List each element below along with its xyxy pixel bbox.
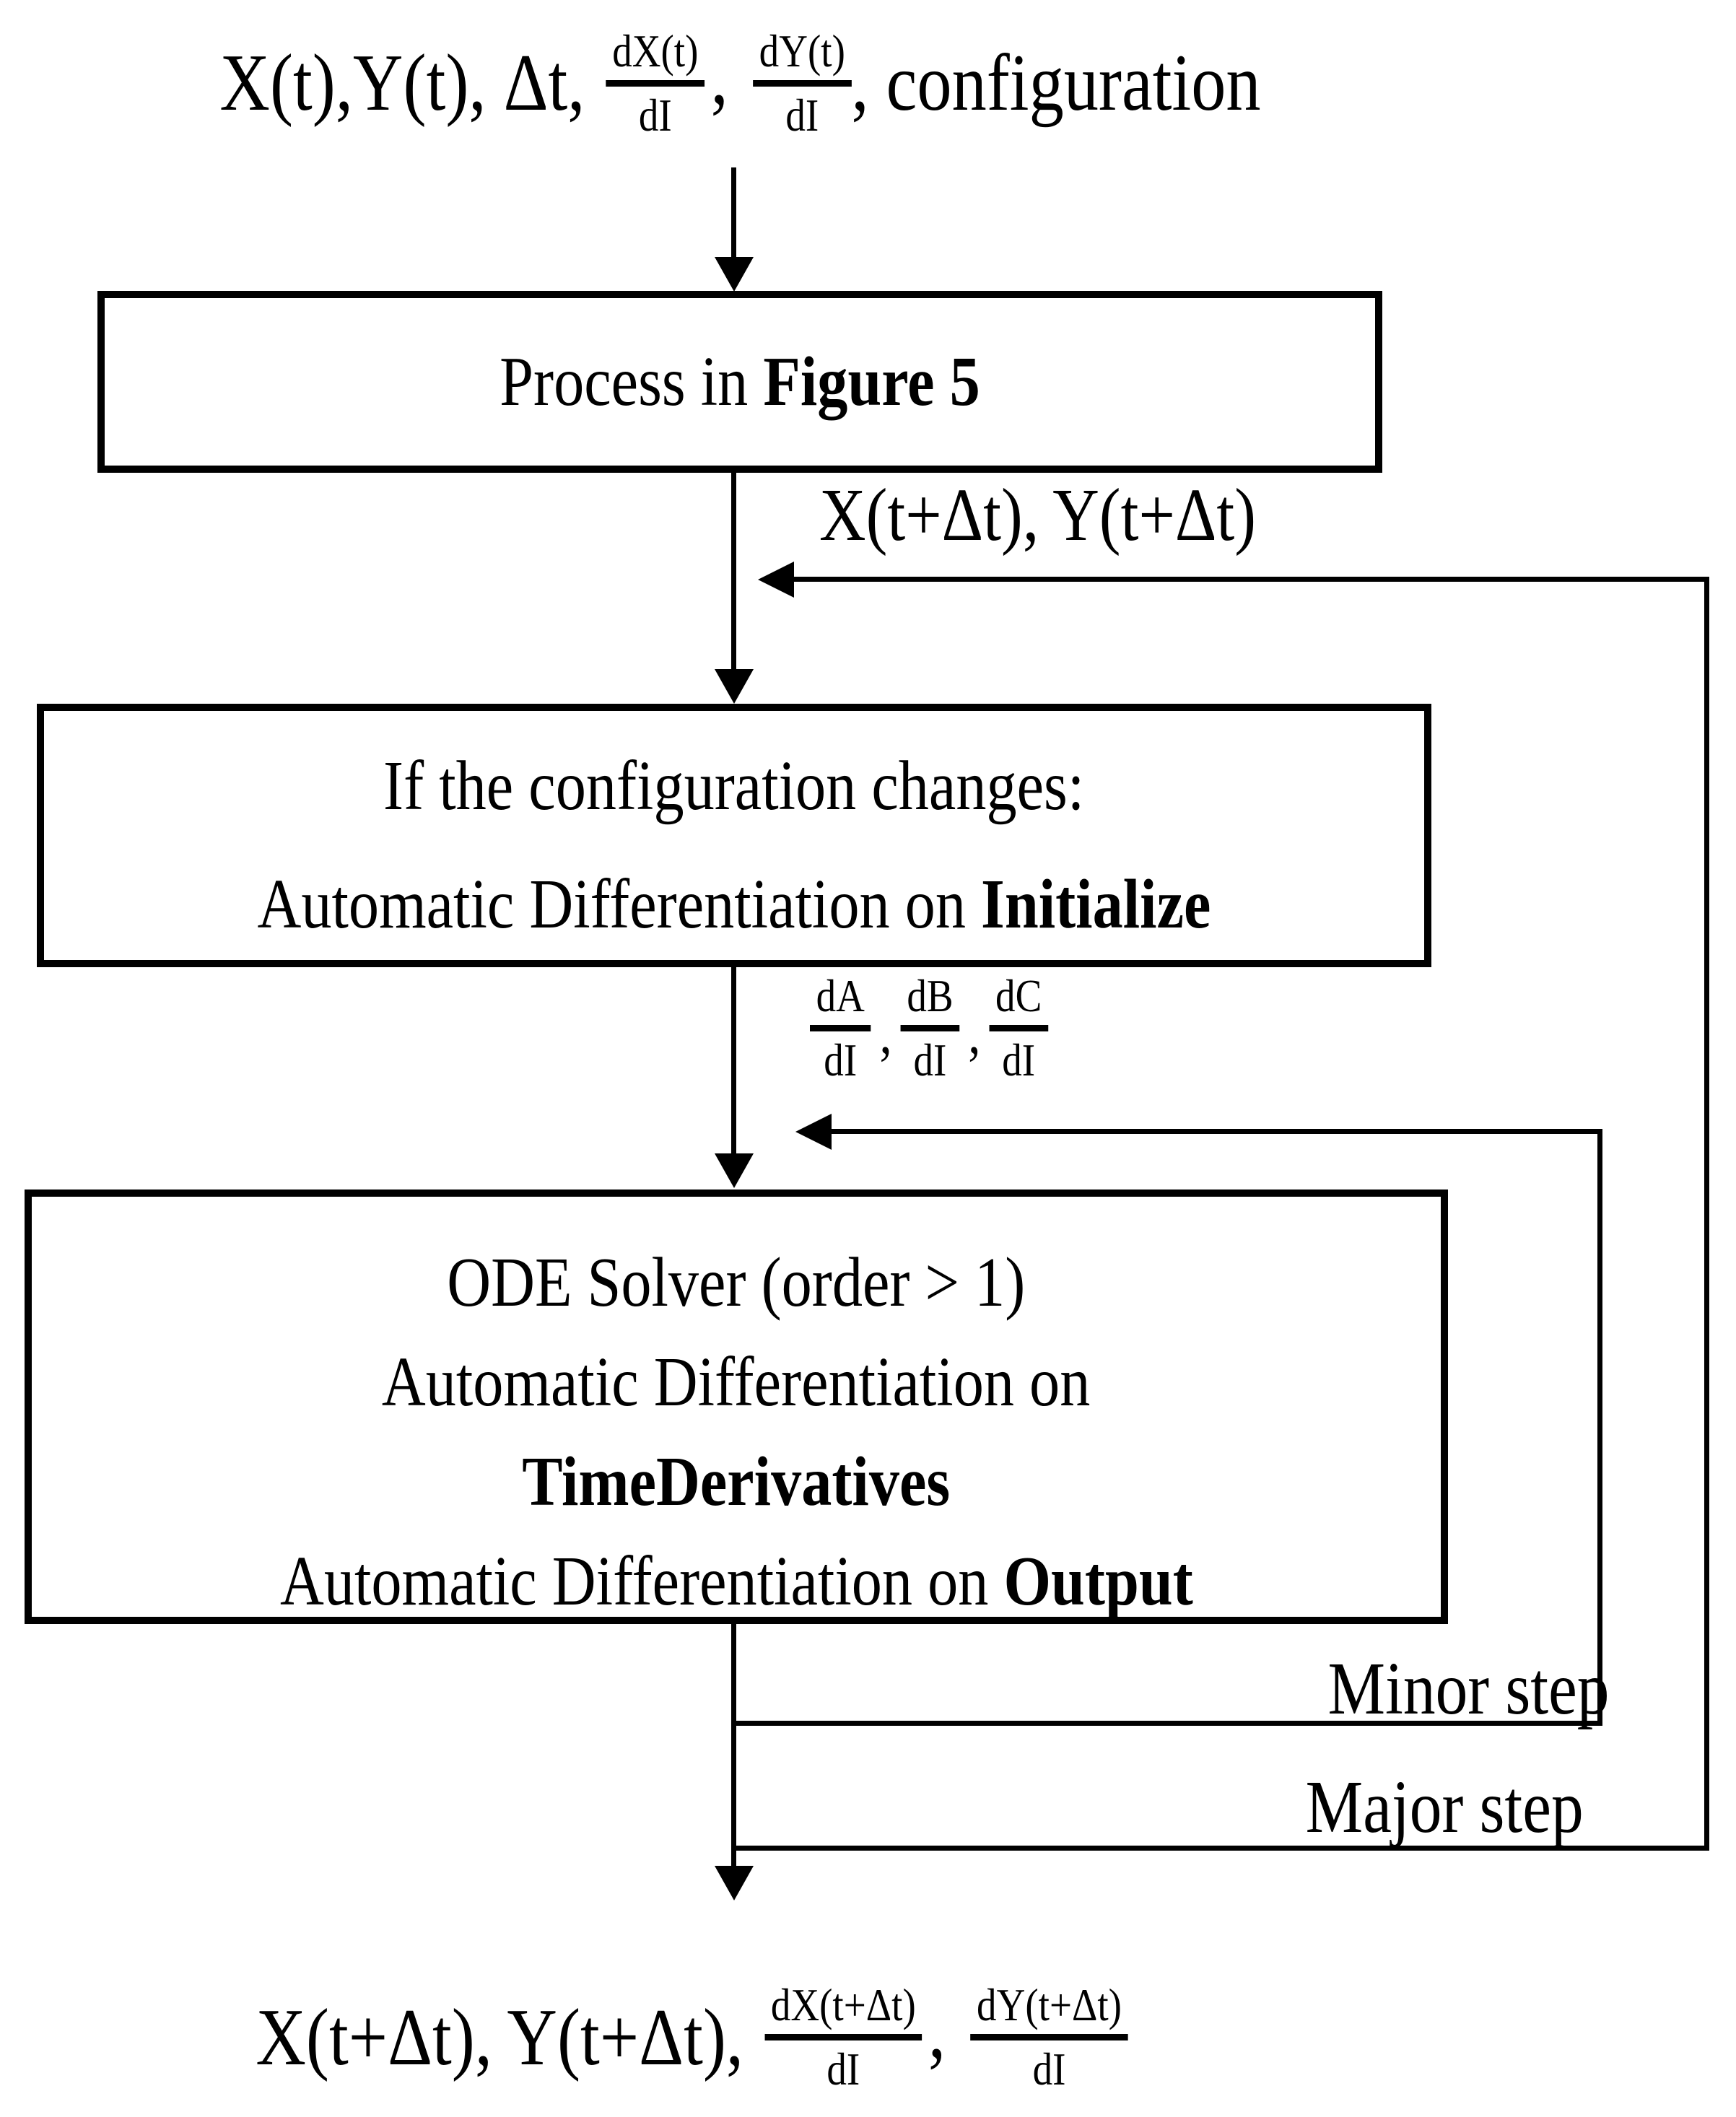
box3-line4-bold: Output — [1003, 1542, 1193, 1620]
comma-separator: , — [879, 1003, 892, 1066]
fraction-dbdi: dB dI — [900, 973, 960, 1083]
box1-text-bold: Figure 5 — [763, 343, 980, 421]
comma-separator: , — [710, 31, 728, 121]
major-step-label: Major step — [1305, 1765, 1584, 1848]
box3-line2: Automatic Differentiation on — [382, 1343, 1091, 1421]
box3-line4: Automatic Differentiation on — [279, 1542, 1004, 1620]
state-output-label: X(t+Δt), Y(t+Δt) — [819, 473, 1257, 556]
arrowhead-into-output — [715, 1866, 754, 1900]
initialize-derivatives-label: dA dI , dB dI , dC dI — [810, 973, 1048, 1083]
comma-separator: , — [968, 1003, 981, 1066]
input-formula: X(t),Y(t), Δt, dX(t) dI , dY(t) dI , con… — [0, 4, 1480, 162]
arrowhead-minor-loop — [795, 1114, 832, 1150]
initialize-box: If the configuration changes: Automatic … — [37, 704, 1431, 967]
arrowhead-into-box1 — [715, 257, 754, 292]
minor-step-label: Minor step — [1327, 1647, 1610, 1730]
fraction-dx-out: dX(t+Δt) dI — [764, 1982, 922, 2092]
box2-line1: If the configuration changes: — [383, 747, 1085, 825]
input-formula-text: X(t),Y(t), Δt, — [219, 38, 585, 128]
box1-text: Process in — [500, 343, 764, 421]
fraction-dydi: dY(t) dI — [752, 27, 852, 139]
arrowhead-major-loop — [758, 562, 794, 598]
arrow-input-to-box1-line — [731, 167, 736, 258]
process-box-figure5: Process in Figure 5 — [97, 291, 1382, 473]
major-loop-right-line — [1704, 577, 1709, 1851]
fraction-dadi: dA dI — [810, 973, 871, 1083]
box3-line3-bold: TimeDerivatives — [522, 1443, 951, 1521]
comma-separator: , — [928, 1986, 946, 2075]
arrow-box2-to-box3-line — [731, 967, 736, 1155]
box2-line2: Automatic Differentiation on — [257, 865, 982, 943]
fraction-dy-out: dY(t+Δt) dI — [969, 1982, 1128, 2092]
arrowhead-into-box3 — [715, 1153, 754, 1188]
major-loop-top-line — [793, 577, 1706, 582]
major-loop-bottom-line — [733, 1846, 1709, 1851]
arrow-box1-to-box2-line — [731, 473, 736, 671]
box2-line2-bold: Initialize — [981, 865, 1211, 943]
output-formula-text: X(t+Δt), Y(t+Δt), — [255, 1992, 743, 2082]
fraction-dxdi: dX(t) dI — [606, 27, 705, 139]
arrow-box3-to-output-line — [731, 1624, 736, 1867]
input-formula-suffix: , configuration — [851, 38, 1261, 128]
fraction-dcdi: dC dI — [989, 973, 1048, 1083]
box3-line1: ODE Solver (order > 1) — [447, 1244, 1026, 1322]
output-formula: X(t+Δt), Y(t+Δt), dX(t+Δt) dI , dY(t+Δt)… — [0, 1957, 1383, 2117]
minor-loop-right-line — [1597, 1129, 1602, 1726]
ode-solver-box: ODE Solver (order > 1) Automatic Differe… — [25, 1190, 1448, 1624]
minor-loop-top-line — [830, 1129, 1602, 1134]
arrowhead-into-box2 — [715, 669, 754, 704]
minor-loop-bottom-line — [733, 1721, 1602, 1726]
